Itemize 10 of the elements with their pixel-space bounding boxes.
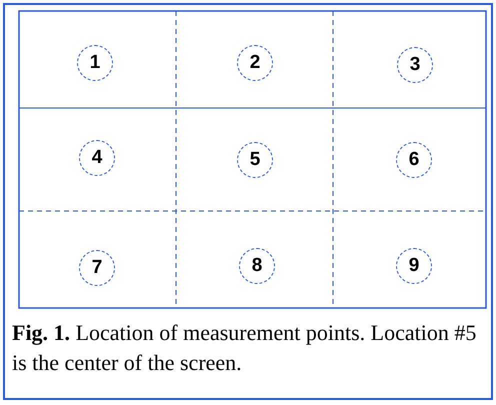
measurement-point: 1 [77, 45, 113, 81]
measurement-point: 9 [396, 248, 432, 284]
measurement-point: 6 [396, 142, 432, 178]
figure-caption: Fig. 1. Location of measurement points. Location #5 is the center of the screen. [12, 319, 478, 377]
measurement-point: 5 [237, 142, 273, 178]
measurement-point: 2 [237, 45, 273, 81]
measurement-point: 8 [239, 248, 275, 284]
measurement-point: 7 [79, 250, 115, 286]
measurement-point: 4 [79, 140, 115, 176]
measurement-point: 3 [397, 47, 433, 83]
